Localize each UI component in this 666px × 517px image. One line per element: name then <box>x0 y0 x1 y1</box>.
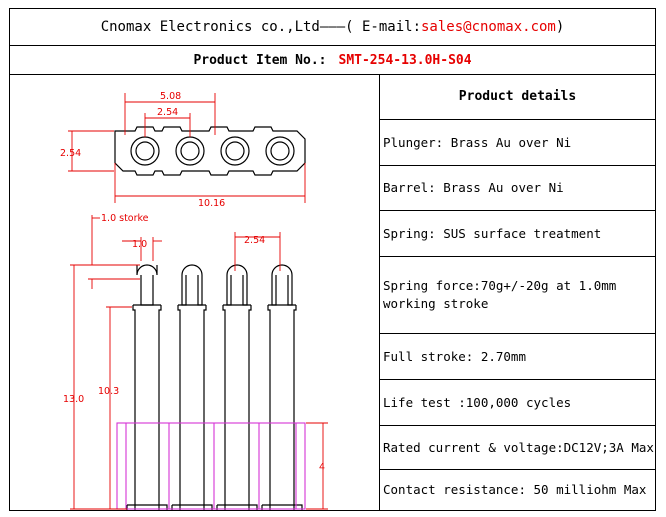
pin-4-tip <box>271 264 293 276</box>
detail-rated-current: Rated current & voltage:DC12V;3A Max <box>380 426 655 470</box>
stroke-label: 1.0 storke <box>101 213 149 224</box>
dim-length: 10.16 <box>198 198 225 209</box>
detail-barrel: Barrel: Brass Au over Ni <box>380 166 655 211</box>
pin-1-tip <box>136 264 158 276</box>
top-view-outline <box>114 126 306 176</box>
detail-spring-force: Spring force:70g+/-20g at 1.0mm working … <box>380 257 655 334</box>
hole-2-inner <box>180 141 200 161</box>
hole-3-outer <box>220 136 250 166</box>
spec-sheet: Cnomax Electronics co.,Ltd———( E-mail: s… <box>9 8 656 511</box>
email-link[interactable]: sales@cnomax.com <box>421 19 556 35</box>
insulator-body <box>116 422 306 510</box>
product-item-row: Product Item No.: SMT-254-13.0H-S04 <box>10 46 655 75</box>
header-close: ) <box>555 19 565 35</box>
dim-pitch-single: 2.54 <box>157 107 178 118</box>
hole-3-inner <box>225 141 245 161</box>
product-details-table: Product details Plunger: Brass Au over N… <box>380 75 655 510</box>
hole-4-outer <box>265 136 295 166</box>
top-view <box>114 126 306 176</box>
dim-total-height: 13.0 <box>63 394 84 405</box>
pin-1-barrel <box>132 304 162 511</box>
company-header: Cnomax Electronics co.,Ltd———( E-mail: s… <box>10 9 655 46</box>
technical-drawing-cell: 5.08 2.54 2.54 10.16 <box>10 75 380 511</box>
technical-drawing: 5.08 2.54 2.54 10.16 <box>60 91 328 511</box>
side-view <box>126 264 303 511</box>
detail-spring: Spring: SUS surface treatment <box>380 211 655 257</box>
product-item-number: SMT-254-13.0H-S04 <box>338 52 472 68</box>
dim-pitch-double: 5.08 <box>160 91 181 102</box>
detail-plunger: Plunger: Brass Au over Ni <box>380 120 655 166</box>
top-view-dimensions <box>68 93 306 203</box>
company-name: Cnomax Electronics co.,Ltd———( E-mail: <box>100 19 421 35</box>
pin-feet <box>126 504 303 511</box>
pin-2-barrel <box>177 304 207 511</box>
dim-base-height: 4 <box>319 462 325 473</box>
side-view-dimensions <box>70 215 328 510</box>
hole-2-outer <box>175 136 205 166</box>
pin-3-tip <box>226 264 248 276</box>
dim-pitch-side: 2.54 <box>244 235 265 246</box>
pin-4-barrel <box>267 304 297 511</box>
dim-body-height: 10.3 <box>98 386 119 397</box>
hole-4-inner <box>270 141 290 161</box>
dim-height: 2.54 <box>60 148 81 159</box>
hole-1-outer <box>130 136 160 166</box>
product-item-label: Product Item No.: <box>193 52 327 68</box>
dim-tip: 1.0 <box>132 239 147 250</box>
details-title: Product details <box>380 75 655 120</box>
detail-contact-resistance: Contact resistance: 50 milliohm Max <box>383 482 647 497</box>
hole-1-inner <box>135 141 155 161</box>
detail-life-test: Life test :100,000 cycles <box>380 380 655 426</box>
detail-full-stroke: Full stroke: 2.70mm <box>380 334 655 380</box>
pin-3-barrel <box>222 304 252 511</box>
pin-2-tip <box>181 264 203 276</box>
